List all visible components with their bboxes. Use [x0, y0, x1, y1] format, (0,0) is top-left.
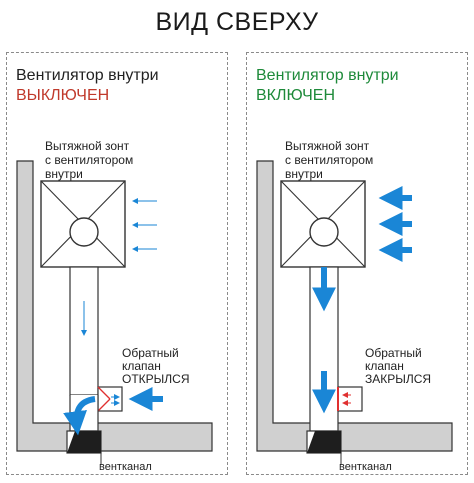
valve-label-1: Обратный: [365, 346, 422, 360]
panel-fan-on: Вентилятор внутри ВКЛЮЧЕН: [246, 52, 468, 475]
panel-fan-off: Вентилятор внутри ВЫКЛЮЧЕН: [6, 52, 228, 475]
hood-label-1: Вытяжной зонт: [45, 139, 130, 153]
panel-state-off: ВЫКЛЮЧЕН: [16, 87, 110, 104]
hood-label-2: с вентилятором: [45, 153, 134, 167]
hood-label-1: Вытяжной зонт: [285, 139, 370, 153]
valve-state-label: ЗАКРЫЛСЯ: [365, 372, 432, 386]
hood-label-3: внутри: [45, 167, 83, 181]
diagram-title: ВИД СВЕРХУ: [155, 8, 319, 36]
valve-label-1: Обратный: [122, 346, 179, 360]
valve-state-label: ОТКРЫЛСЯ: [122, 372, 190, 386]
panel-heading-line1: Вентилятор внутри: [256, 67, 399, 84]
panel-heading: Вентилятор внутри ВЫКЛЮЧЕН: [16, 66, 159, 106]
hood-label-3: внутри: [285, 167, 323, 181]
fan-on-scene: [256, 160, 453, 465]
elbow-flow-arrow: [63, 396, 96, 436]
vent-channel-icon: [306, 430, 342, 454]
channel-label: вентканал: [99, 461, 152, 473]
valve-label-2: клапан: [122, 359, 161, 373]
channel-label: вентканал: [339, 461, 392, 473]
wall: [16, 160, 213, 452]
valve-label-2: клапан: [365, 359, 404, 373]
wall: [256, 160, 453, 452]
hood-label-2: с вентилятором: [285, 153, 374, 167]
vent-channel-icon: [66, 430, 102, 454]
panel-state-on: ВКЛЮЧЕН: [256, 87, 336, 104]
fan-icon: [309, 217, 339, 247]
fan-icon: [69, 217, 99, 247]
panel-heading: Вентилятор внутри ВКЛЮЧЕН: [256, 66, 399, 106]
valve-flap-icon: [97, 386, 111, 400]
check-valve: [337, 386, 363, 412]
fan-off-scene: [16, 160, 213, 465]
panel-heading-line1: Вентилятор внутри: [16, 67, 159, 84]
